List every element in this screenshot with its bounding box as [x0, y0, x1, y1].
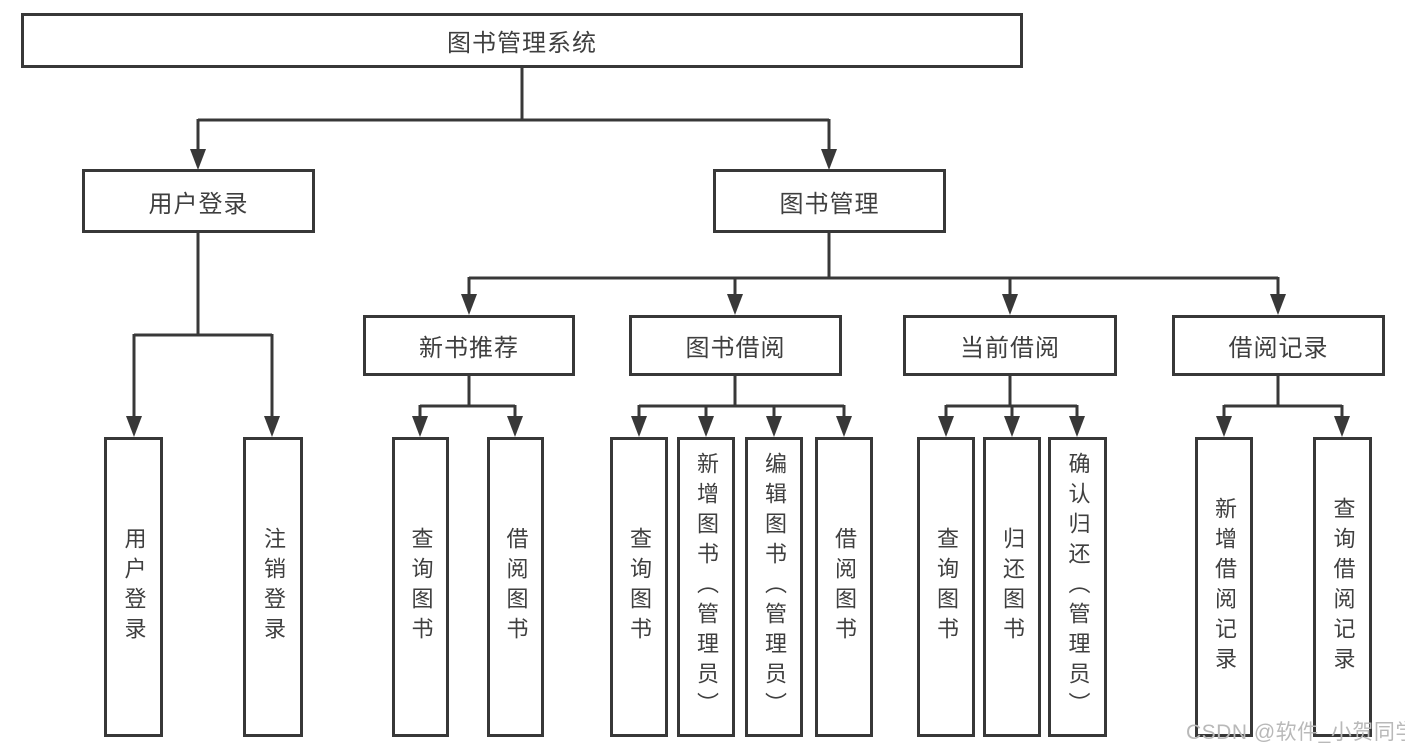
node-book-management-module-label: 图书管理	[779, 190, 880, 218]
node-book-management-module: 图书管理	[713, 169, 946, 233]
leaf-edit-books-admin-label: 编辑图书（管理员）	[762, 452, 787, 722]
node-borrow-records: 借阅记录	[1172, 315, 1385, 376]
node-root-system: 图书管理系统	[21, 13, 1023, 68]
leaf-add-books-admin: 新增图书（管理员）	[677, 437, 735, 737]
node-current-borrow: 当前借阅	[903, 315, 1117, 376]
leaf-query-books-1-label: 查询图书	[408, 527, 434, 647]
leaf-return-books-label: 归还图书	[1000, 527, 1025, 647]
leaf-borrow-books-1-label: 借阅图书	[503, 527, 529, 647]
leaf-add-books-admin-label: 新增图书（管理员）	[694, 452, 719, 722]
leaf-query-books-2: 查询图书	[610, 437, 668, 737]
node-current-borrow-label: 当前借阅	[960, 335, 1060, 362]
leaf-add-borrow-record-label: 新增借阅记录	[1212, 497, 1237, 677]
node-user-login-module: 用户登录	[82, 169, 315, 233]
node-book-borrow: 图书借阅	[629, 315, 842, 376]
leaf-add-borrow-record: 新增借阅记录	[1195, 437, 1253, 737]
leaf-user-login-label: 用户登录	[121, 527, 147, 647]
leaf-query-books-3: 查询图书	[917, 437, 975, 737]
leaf-borrow-books-1: 借阅图书	[487, 437, 544, 737]
leaf-query-borrow-record: 查询借阅记录	[1313, 437, 1372, 737]
leaf-query-borrow-record-label: 查询借阅记录	[1330, 497, 1356, 677]
node-new-book-recommend: 新书推荐	[363, 315, 575, 376]
node-borrow-records-label: 借阅记录	[1228, 335, 1329, 362]
node-new-book-recommend-label: 新书推荐	[419, 335, 519, 362]
leaf-query-books-2-label: 查询图书	[627, 527, 652, 647]
leaf-query-books-1: 查询图书	[392, 437, 449, 737]
leaf-return-books: 归还图书	[983, 437, 1041, 737]
node-root-system-label: 图书管理系统	[447, 30, 597, 57]
leaf-borrow-books-2-label: 借阅图书	[832, 527, 857, 647]
node-book-borrow-label: 图书借阅	[685, 335, 786, 362]
leaf-query-books-3-label: 查询图书	[934, 527, 959, 647]
leaf-edit-books-admin: 编辑图书（管理员）	[745, 437, 803, 737]
leaf-logout-label: 注销登录	[261, 527, 286, 647]
node-user-login-module-label: 用户登录	[148, 190, 249, 218]
leaf-confirm-return-admin-label: 确认归还（管理员）	[1065, 452, 1091, 722]
leaf-logout: 注销登录	[243, 437, 303, 737]
leaf-borrow-books-2: 借阅图书	[815, 437, 873, 737]
csdn-watermark: CSDN @软件_小贺同学	[1186, 721, 1405, 744]
leaf-user-login: 用户登录	[104, 437, 163, 737]
leaf-confirm-return-admin: 确认归还（管理员）	[1048, 437, 1107, 737]
